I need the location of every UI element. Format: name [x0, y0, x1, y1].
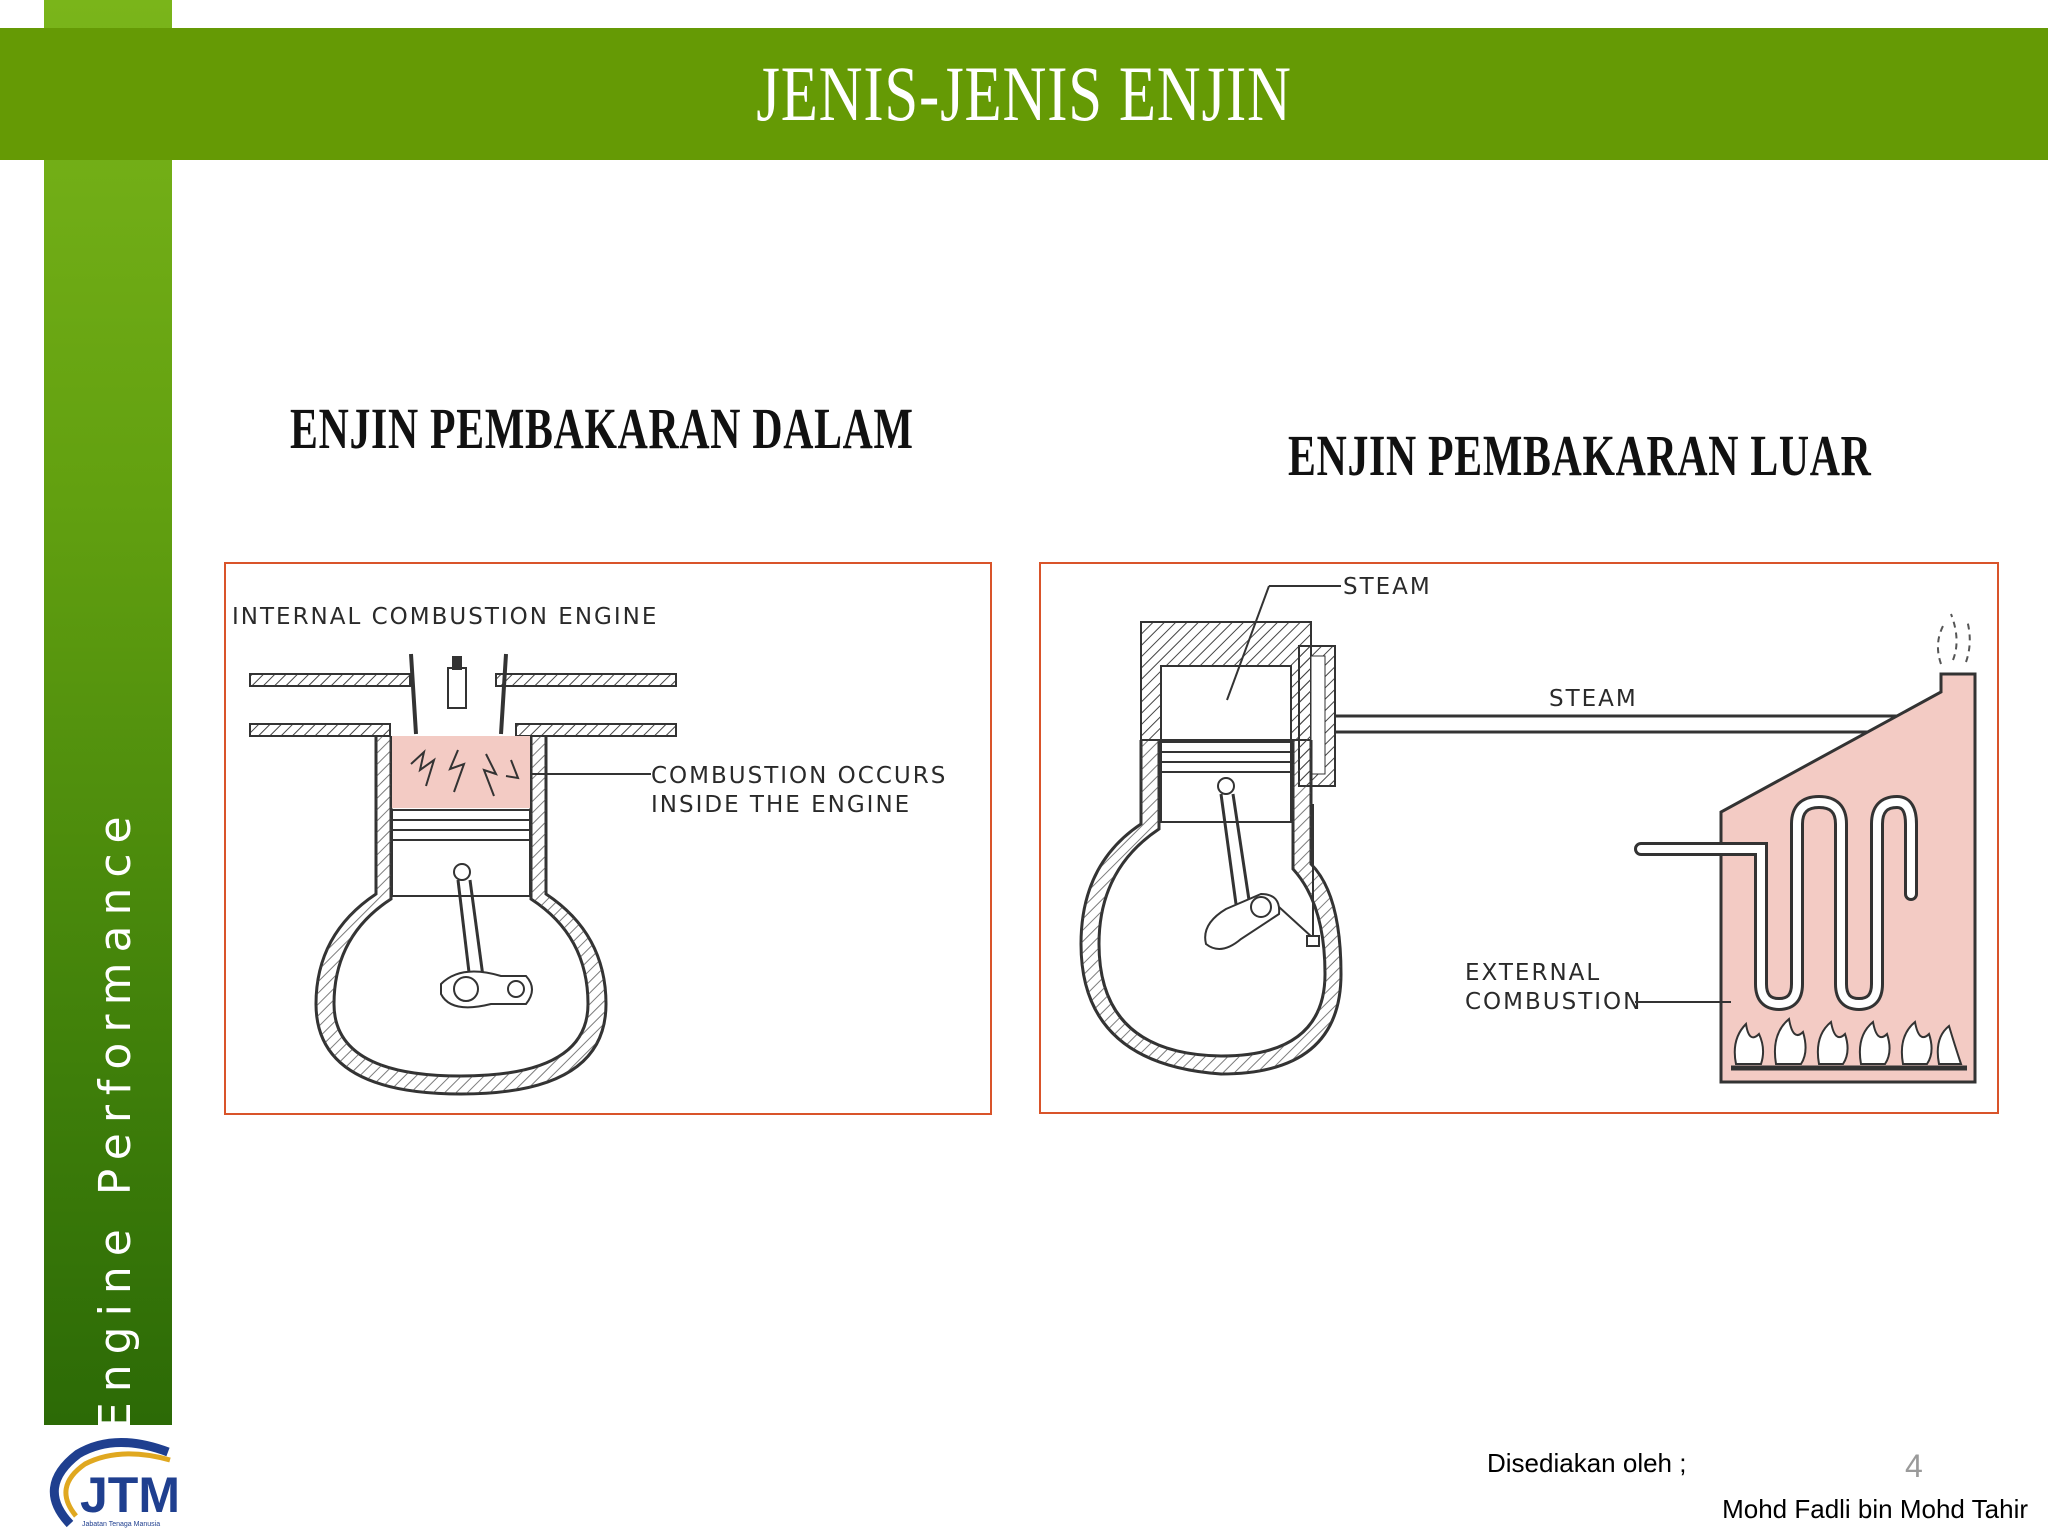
- internal-engine-drawing: INTERNAL COMBUSTION ENGINE: [232, 604, 947, 1096]
- logo-text: JTM: [80, 1467, 180, 1523]
- internal-note-line1: COMBUSTION OCCURS: [651, 763, 947, 789]
- external-engine-drawing: STEAM STEAM EXTERNAL COMBUSTION: [1079, 574, 1977, 1084]
- heading-external-combustion: ENJIN PEMBAKARAN LUAR: [1288, 423, 1872, 488]
- sidebar-band: [44, 0, 172, 1425]
- steam-label-top: STEAM: [1343, 574, 1432, 600]
- external-combustion-diagram: STEAM STEAM EXTERNAL COMBUSTION: [1039, 562, 1999, 1114]
- logo-subtext: Jabatan Tenaga Manusia: [82, 1521, 160, 1528]
- external-label-line1: EXTERNAL: [1465, 960, 1601, 986]
- heading-internal-combustion: ENJIN PEMBAKARAN DALAM: [290, 396, 914, 461]
- page-title: JENIS-JENIS ENJIN: [756, 50, 1292, 137]
- internal-note-line2: INSIDE THE ENGINE: [651, 792, 911, 818]
- author-name: Mohd Fadli bin Mohd Tahir: [1722, 1494, 2028, 1524]
- external-label-line2: COMBUSTION: [1465, 989, 1642, 1015]
- jtm-logo: JTM Jabatan Tenaga Manusia: [40, 1432, 200, 1532]
- steam-label-pipe: STEAM: [1549, 686, 1638, 712]
- sidebar-vertical-text: Engine Performance: [90, 806, 141, 1430]
- burner-flames: [1733, 1017, 1963, 1065]
- internal-diagram-title: INTERNAL COMBUSTION ENGINE: [232, 604, 658, 630]
- prepared-by-label: Disediakan oleh ;: [1487, 1448, 1687, 1478]
- header-bar: [0, 28, 2048, 160]
- jtm-logo-mark: JTM Jabatan Tenaga Manusia: [49, 1438, 180, 1528]
- internal-combustion-diagram: INTERNAL COMBUSTION ENGINE: [224, 562, 992, 1115]
- page-number: 4: [1905, 1448, 1923, 1484]
